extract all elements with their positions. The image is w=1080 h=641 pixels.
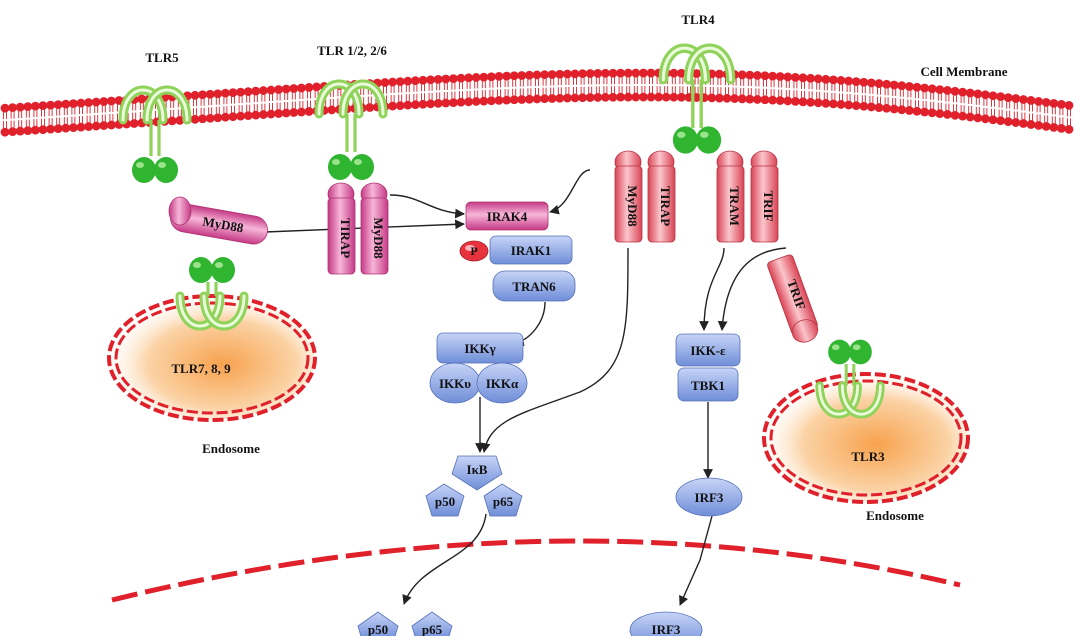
myd88-left-label: MyD88 [202, 214, 246, 236]
myd88-mid-label: MyD88 [371, 217, 386, 259]
tlr126-label: TLR 1/2, 2/6 [317, 43, 387, 58]
tlr5-receptor [118, 85, 192, 183]
tlr3-label: TLR3 [851, 449, 885, 464]
p65-label: p65 [493, 494, 514, 509]
myd88-tlr4-label: MyD88 [625, 185, 640, 227]
ikk-v-label: IKKυ [439, 376, 471, 391]
tlr789-receptor [175, 257, 249, 331]
p50-label: p50 [435, 494, 455, 509]
tram-label: TRAM [727, 186, 742, 226]
irf3-label: IRF3 [695, 490, 724, 505]
tlr4-label: TLR4 [681, 12, 715, 27]
ikk-a-label: IKKα [486, 376, 519, 391]
p50-nucleus-label: p50 [368, 622, 388, 636]
tirap-mid-label: TIRAP [338, 218, 353, 259]
myd88-mid: MyD88 [360, 182, 389, 275]
endosome-left [107, 294, 317, 422]
irak1-label: IRAK1 [511, 243, 551, 258]
trif-label: TRIF [761, 190, 776, 221]
myd88-tlr4: MyD88 [614, 150, 643, 243]
irf3-nucleus-label: IRF3 [652, 622, 681, 636]
trif-tlr3: TRIF [767, 254, 819, 343]
p65-nucleus: p65 [411, 611, 453, 641]
ikk-gamma-label: IKKγ [464, 341, 495, 356]
tbk1-label: TBK1 [691, 378, 725, 393]
tbk1: TBK1 [677, 367, 739, 402]
endosome-right [762, 372, 970, 504]
irak4-label: IRAK4 [487, 209, 528, 224]
ikb-label: IκB [467, 462, 488, 477]
tram: TRAM [716, 150, 745, 243]
p50-nucleus: p50 [357, 611, 399, 641]
endosome-left-label: Endosome [202, 441, 260, 456]
nuclear-membrane [111, 538, 961, 603]
tlr126-receptor [314, 79, 388, 180]
phosphate: P [459, 240, 489, 262]
ikk-a: IKKα [476, 362, 528, 404]
tlr3-receptor [815, 339, 885, 419]
tran6: TRAN6 [492, 270, 576, 302]
tlr4-receptor [658, 43, 736, 154]
tirap-mid: TIRAP [327, 182, 356, 275]
p65: p65 [483, 483, 523, 517]
tran6-label: TRAN6 [512, 279, 556, 294]
tirap-tlr4: TIRAP [647, 150, 676, 243]
cell-membrane [0, 68, 1074, 137]
irf3: IRF3 [675, 477, 743, 517]
cell-membrane-label: Cell Membrane [920, 64, 1007, 79]
myd88-left: MyD88 [168, 196, 268, 245]
ikk-v: IKKυ [429, 362, 481, 404]
tirap-tlr4-label: TIRAP [658, 186, 673, 227]
ikk-e-label: IKK-ε [690, 343, 726, 358]
irf3-nucleus: IRF3 [629, 611, 703, 641]
irak1: IRAK1 [489, 235, 573, 265]
p65-nucleus-label: p65 [422, 622, 443, 636]
ikk-gamma: IKKγ [436, 332, 524, 364]
irak4: IRAK4 [465, 201, 549, 231]
tlr789-label: TLR7, 8, 9 [171, 361, 231, 376]
trif: TRIF [750, 150, 779, 243]
tlr5-label: TLR5 [145, 50, 179, 65]
ikk-e: IKK-ε [675, 333, 741, 367]
p50: p50 [425, 483, 465, 517]
endosome-right-label: Endosome [866, 508, 924, 523]
phosphate-label: P [470, 244, 477, 258]
ikb: IκB [451, 455, 503, 491]
